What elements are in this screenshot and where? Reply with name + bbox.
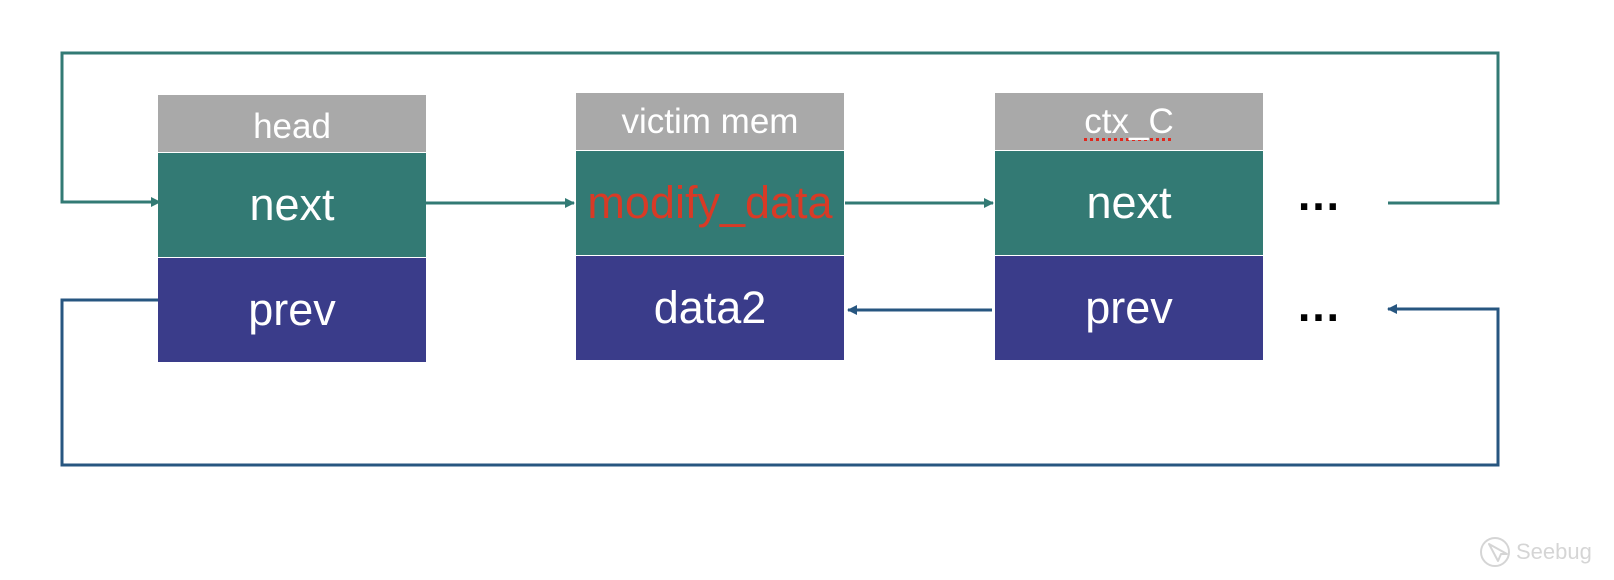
watermark-text: Seebug <box>1516 539 1592 564</box>
node-ctx-header: ctx_C <box>995 93 1263 150</box>
next-wrap-line <box>60 51 1500 207</box>
node-ctx-header-label: ctx_C <box>1084 101 1174 141</box>
node-victim-header: victim mem <box>576 93 844 150</box>
ellipsis-bottom: … <box>1296 280 1343 331</box>
node-ctx-prev: prev <box>995 256 1263 360</box>
node-victim-modify-data: modify_data <box>576 151 844 255</box>
prev-wrap-line <box>60 298 1500 467</box>
node-head-header: head <box>158 95 426 152</box>
node-head-prev: prev <box>158 258 426 362</box>
node-ctx-next: next <box>995 151 1263 255</box>
seebug-watermark: Seebug <box>1478 535 1592 569</box>
ellipsis-top: … <box>1296 169 1343 220</box>
node-victim-data2: data2 <box>576 256 844 360</box>
node-head-next: next <box>158 153 426 257</box>
seebug-logo-icon <box>1480 537 1510 567</box>
